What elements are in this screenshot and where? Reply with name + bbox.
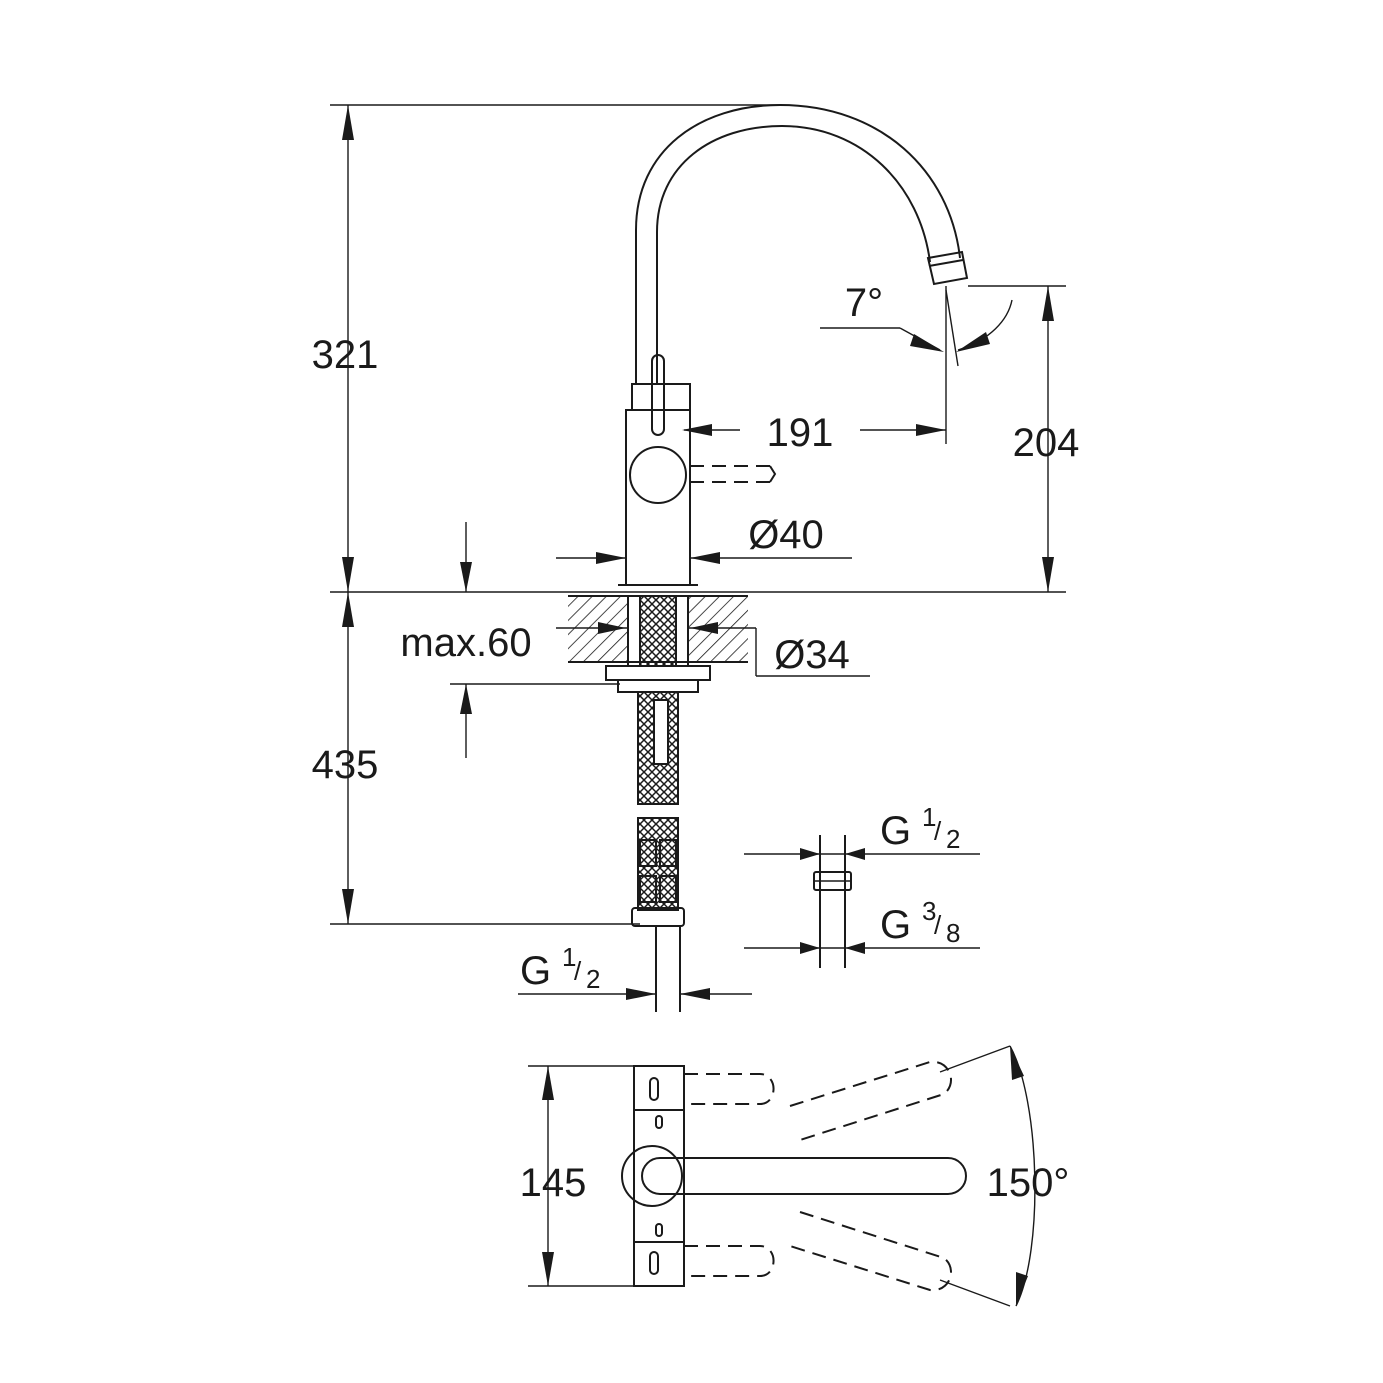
dim-handle-depth: 145 bbox=[520, 1161, 587, 1205]
dim-hose-length: 435 bbox=[312, 743, 379, 787]
fixing-nut bbox=[605, 665, 711, 681]
supply-hose bbox=[631, 691, 685, 1012]
body-top bbox=[631, 383, 691, 411]
dim-hole-diameter: Ø34 bbox=[774, 633, 850, 677]
thread-label-top-connector: G 1 / 2 bbox=[880, 802, 960, 854]
svg-text:G: G bbox=[520, 949, 551, 993]
svg-text:G: G bbox=[880, 809, 911, 853]
svg-text:/: / bbox=[574, 956, 582, 986]
svg-text:G: G bbox=[880, 903, 911, 947]
braided-hose-lower bbox=[637, 817, 679, 911]
handle-base bbox=[621, 1145, 683, 1207]
connector-detail bbox=[744, 835, 980, 968]
svg-text:3: 3 bbox=[922, 896, 936, 926]
svg-text:1: 1 bbox=[922, 802, 936, 832]
dim-total-height: 321 bbox=[312, 333, 379, 377]
top-view bbox=[528, 1045, 1036, 1307]
spout-inner bbox=[656, 124, 931, 384]
hose-end-nut bbox=[631, 907, 685, 927]
dim-spout-reach: 191 bbox=[767, 411, 834, 455]
handle-rotated-up bbox=[789, 1060, 952, 1141]
lever-handle bbox=[651, 354, 665, 436]
dim-spout-angle: 7° bbox=[845, 281, 883, 325]
thread-label-supply-main: G 1 / 2 bbox=[520, 942, 600, 994]
dim-body-diameter: Ø40 bbox=[748, 513, 824, 557]
dim-spout-height: 204 bbox=[1013, 421, 1080, 465]
aerator bbox=[926, 250, 969, 286]
svg-text:8: 8 bbox=[946, 918, 960, 948]
svg-text:2: 2 bbox=[586, 964, 600, 994]
thread-label-bottom-connector: G 3 / 8 bbox=[880, 896, 960, 948]
countertop-section bbox=[568, 595, 748, 693]
control-knob bbox=[629, 446, 687, 504]
handle-lever bbox=[641, 1157, 967, 1195]
handle-rotated-down bbox=[789, 1211, 952, 1292]
braided-hose-top bbox=[639, 595, 677, 667]
dimension-lines bbox=[330, 104, 1066, 1000]
svg-text:/: / bbox=[934, 910, 942, 940]
svg-text:1: 1 bbox=[562, 942, 576, 972]
dim-deck-thickness: max.60 bbox=[400, 621, 531, 665]
svg-text:2: 2 bbox=[946, 824, 960, 854]
dim-handle-rotation: 150° bbox=[987, 1161, 1070, 1205]
faucet-body bbox=[625, 409, 691, 586]
svg-text:/: / bbox=[934, 816, 942, 846]
